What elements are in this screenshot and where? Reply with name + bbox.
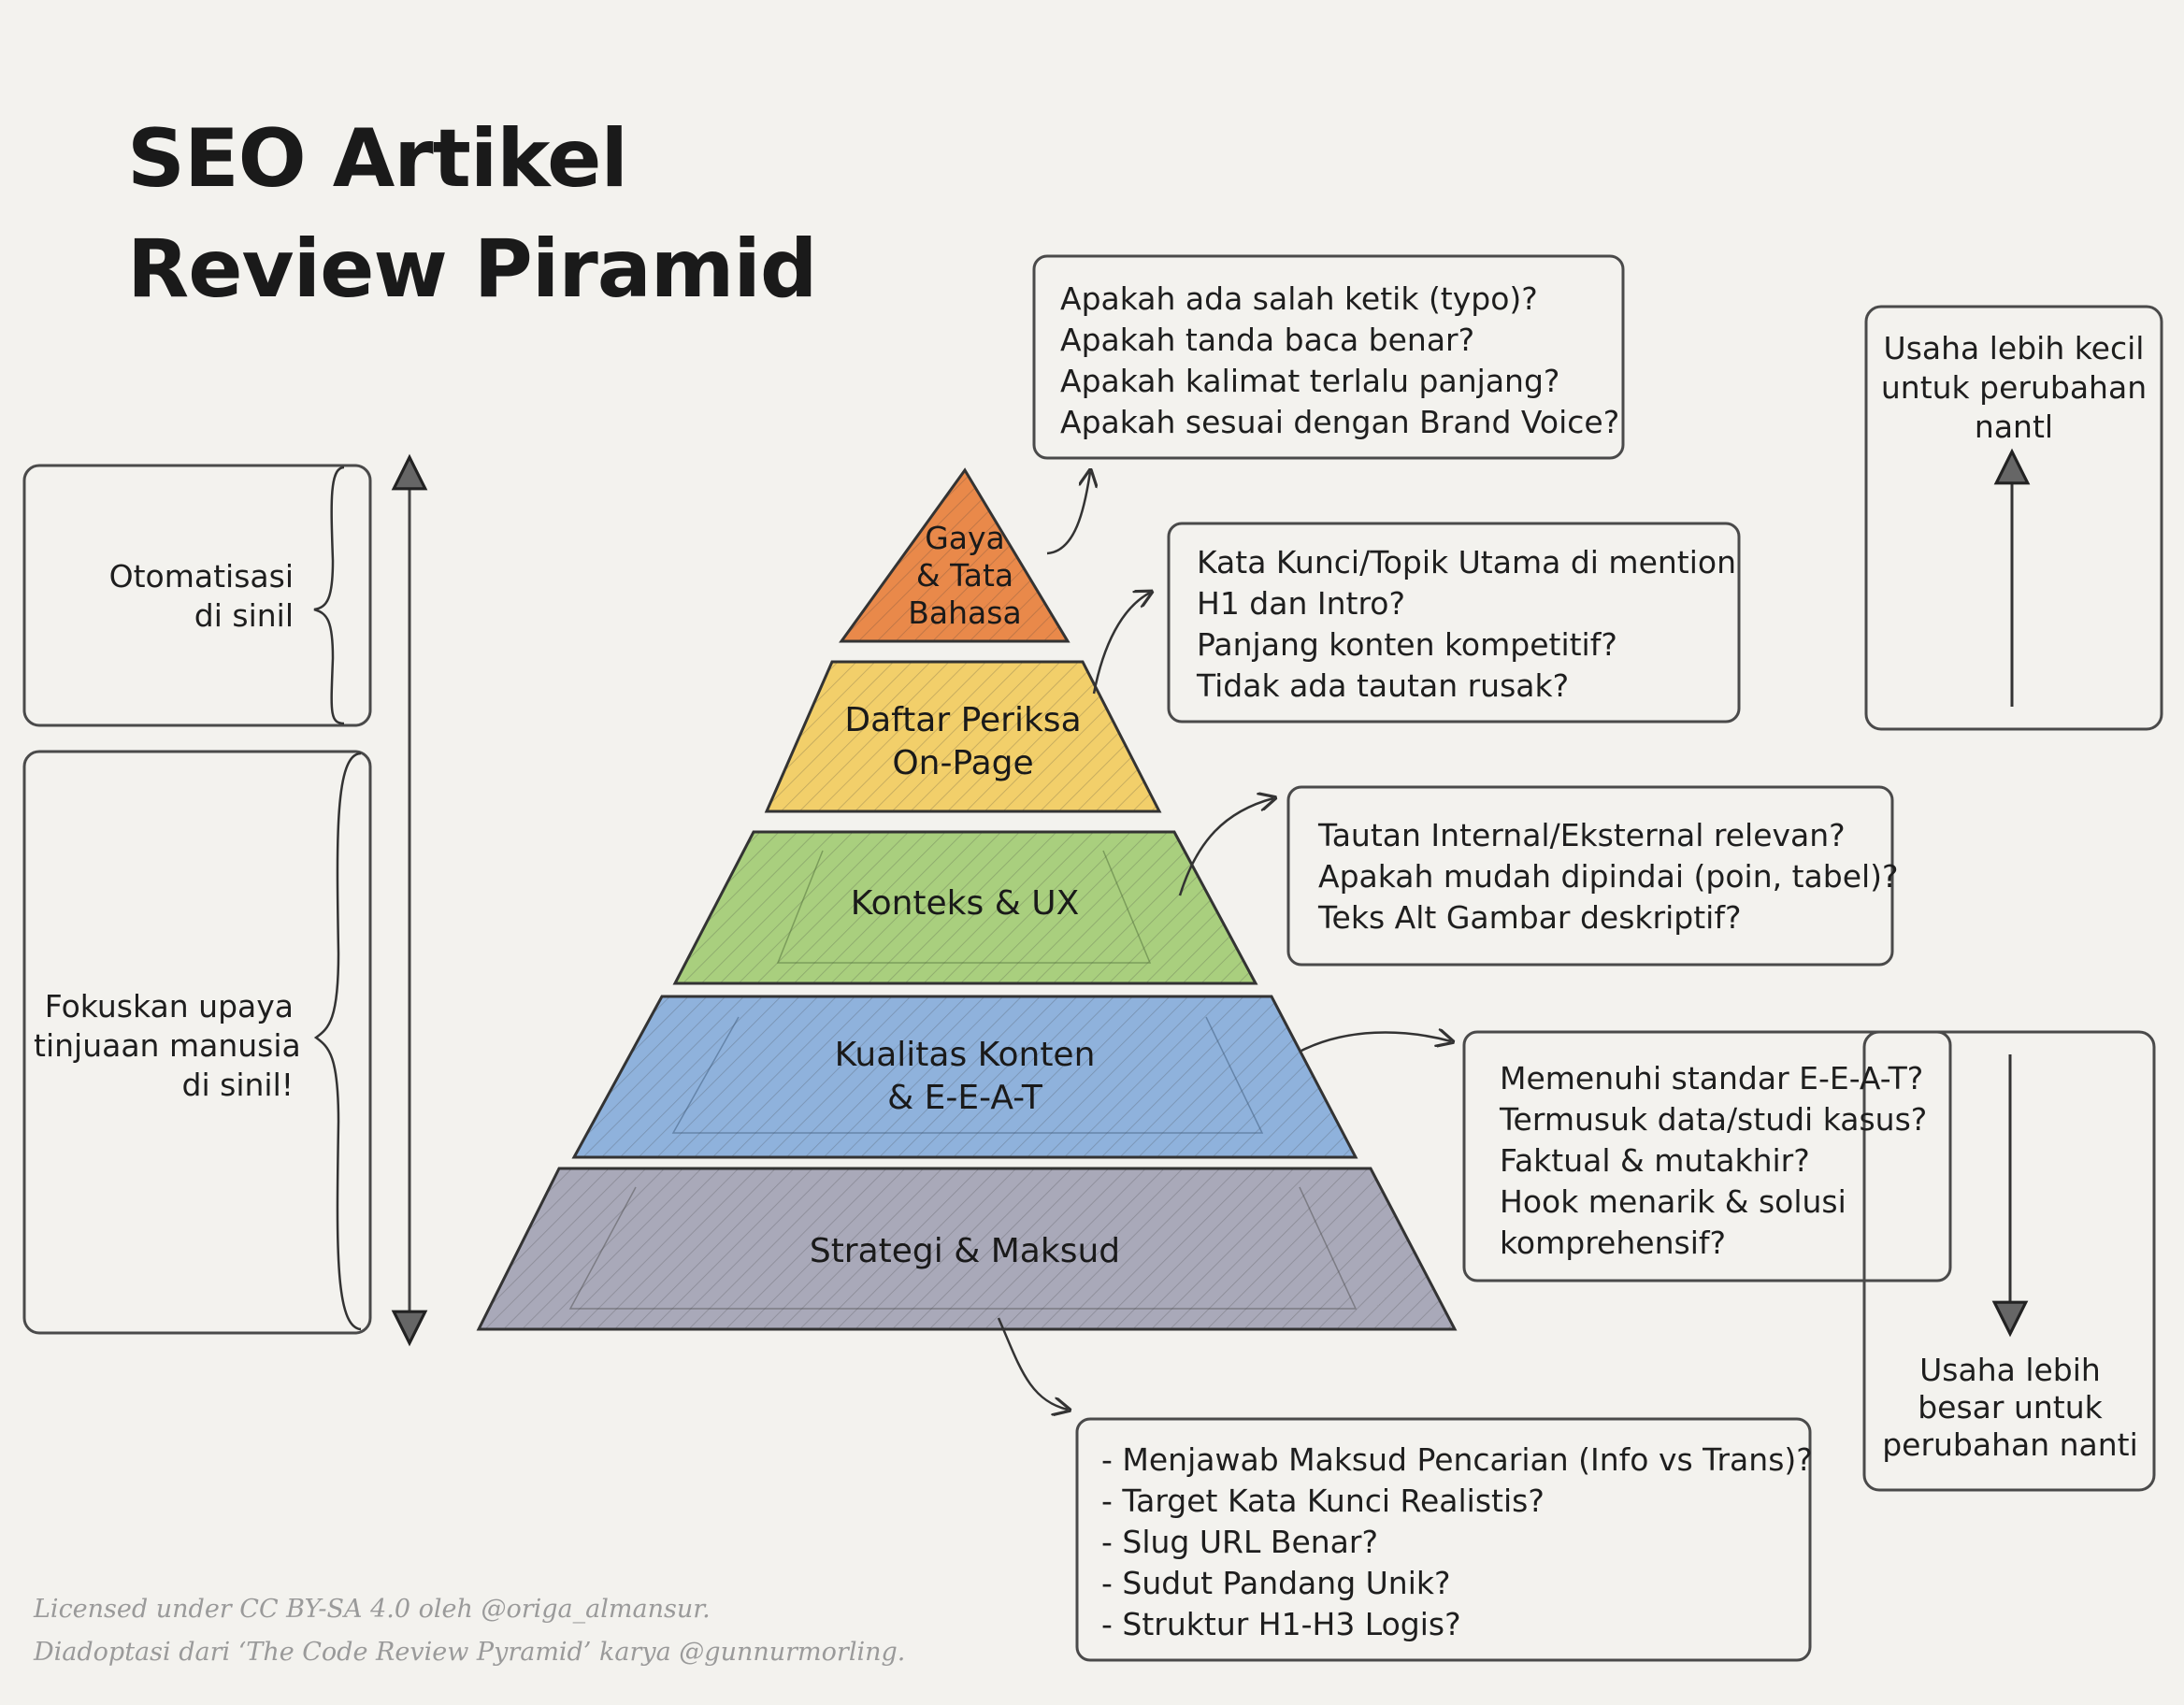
callout-gaya-line-3: Apakah kalimat terlalu panjang?	[1060, 363, 1560, 399]
callout-daftar-line-4: Tidak ada tautan rusak?	[1197, 667, 1570, 704]
layer-label-strategi: Strategi & Maksud	[809, 1232, 1121, 1270]
connector-arrow-konteks	[1178, 798, 1273, 896]
callout-strategi-line-2: - Target Kata Kunci Realistis?	[1101, 1483, 1545, 1519]
connector-arrow-strategi	[997, 1317, 1068, 1410]
callout-konteks-line-3: Teks Alt Gambar deskriptif?	[1318, 899, 1742, 936]
right-box-top	[1864, 305, 2163, 731]
footer-license: Licensed under CC BY-SA 4.0 oleh @origa_…	[34, 1595, 711, 1624]
callout-box-konteks	[1286, 785, 1894, 967]
right-top-text: Usaha lebih kecil untuk perubahan nantl	[1880, 330, 2148, 445]
layer-label-kualitas: Kualitas Konten & E-E-A-T	[834, 1036, 1096, 1117]
callout-kualitas-line-5: komprehensif?	[1500, 1225, 1726, 1261]
brace-automation	[313, 466, 345, 725]
right-box-bottom	[1862, 1030, 2156, 1492]
left-box-automation	[22, 464, 372, 727]
callout-box-gaya	[1032, 254, 1625, 460]
layer-label-daftar: Daftar Periksa On-Page	[844, 701, 1082, 782]
left-box-human	[22, 750, 372, 1335]
callout-kualitas-line-1: Memenuhi standar E-E-A-T?	[1500, 1060, 1924, 1096]
callout-gaya-line-1: Apakah ada salah ketik (typo)?	[1060, 280, 1538, 317]
callout-daftar-line-1: Kata Kunci/Topik Utama di mention	[1197, 544, 1737, 580]
page-title-line-2: Review Piramid	[127, 222, 817, 316]
layer-label-gaya: Gaya & Tata Bahasa	[908, 520, 1022, 631]
callout-gaya-line-4: Apakah sesuai dengan Brand Voice?	[1060, 404, 1620, 440]
callout-box-strategi	[1075, 1417, 1812, 1662]
connector-arrow-kualitas	[1300, 1033, 1451, 1053]
brace-human	[313, 752, 362, 1331]
connector-arrow-gaya	[1046, 472, 1090, 555]
callout-daftar-line-3: Panjang konten kompetitif?	[1197, 626, 1617, 663]
callout-daftar-line-2: H1 dan Intro?	[1197, 585, 1406, 622]
callout-konteks-line-1: Tautan Internal/Eksternal relevan?	[1318, 817, 1846, 853]
callout-kualitas-line-2: Termusuk data/studi kasus?	[1500, 1101, 1928, 1138]
page-title-line-1: SEO Artikel	[127, 112, 628, 206]
callout-box-daftar	[1167, 522, 1741, 724]
callout-strategi-line-3: - Slug URL Benar?	[1101, 1524, 1378, 1560]
callout-strategi-line-1: - Menjawab Maksud Pencarian (Info vs Tra…	[1101, 1441, 1813, 1478]
right-bottom-text: Usaha lebih besar untuk perubahan nanti	[1882, 1352, 2138, 1463]
left-human-text: Fokuskan upaya tinjuaan manusia di sinil…	[34, 988, 301, 1103]
left-automation-text: Otomatisasi di sinil	[108, 558, 294, 634]
callout-kualitas-line-3: Faktual & mutakhir?	[1500, 1142, 1810, 1179]
callout-strategi-line-5: - Struktur H1-H3 Logis?	[1101, 1606, 1461, 1642]
callout-gaya-line-2: Apakah tanda baca benar?	[1060, 322, 1475, 358]
layer-label-konteks: Konteks & UX	[850, 884, 1080, 923]
callout-kualitas-line-4: Hook menarik & solusi	[1500, 1183, 1846, 1220]
callout-box-kualitas	[1462, 1030, 1952, 1282]
callout-konteks-line-2: Apakah mudah dipindai (poin, tabel)?	[1318, 858, 1899, 895]
callout-strategi-line-4: - Sudut Pandang Unik?	[1101, 1565, 1451, 1601]
pyramid	[476, 467, 1458, 1331]
footer-attribution: Diadoptasi dari ‘The Code Review Pyramid…	[34, 1638, 906, 1667]
connector-arrow-daftar	[1092, 593, 1150, 695]
